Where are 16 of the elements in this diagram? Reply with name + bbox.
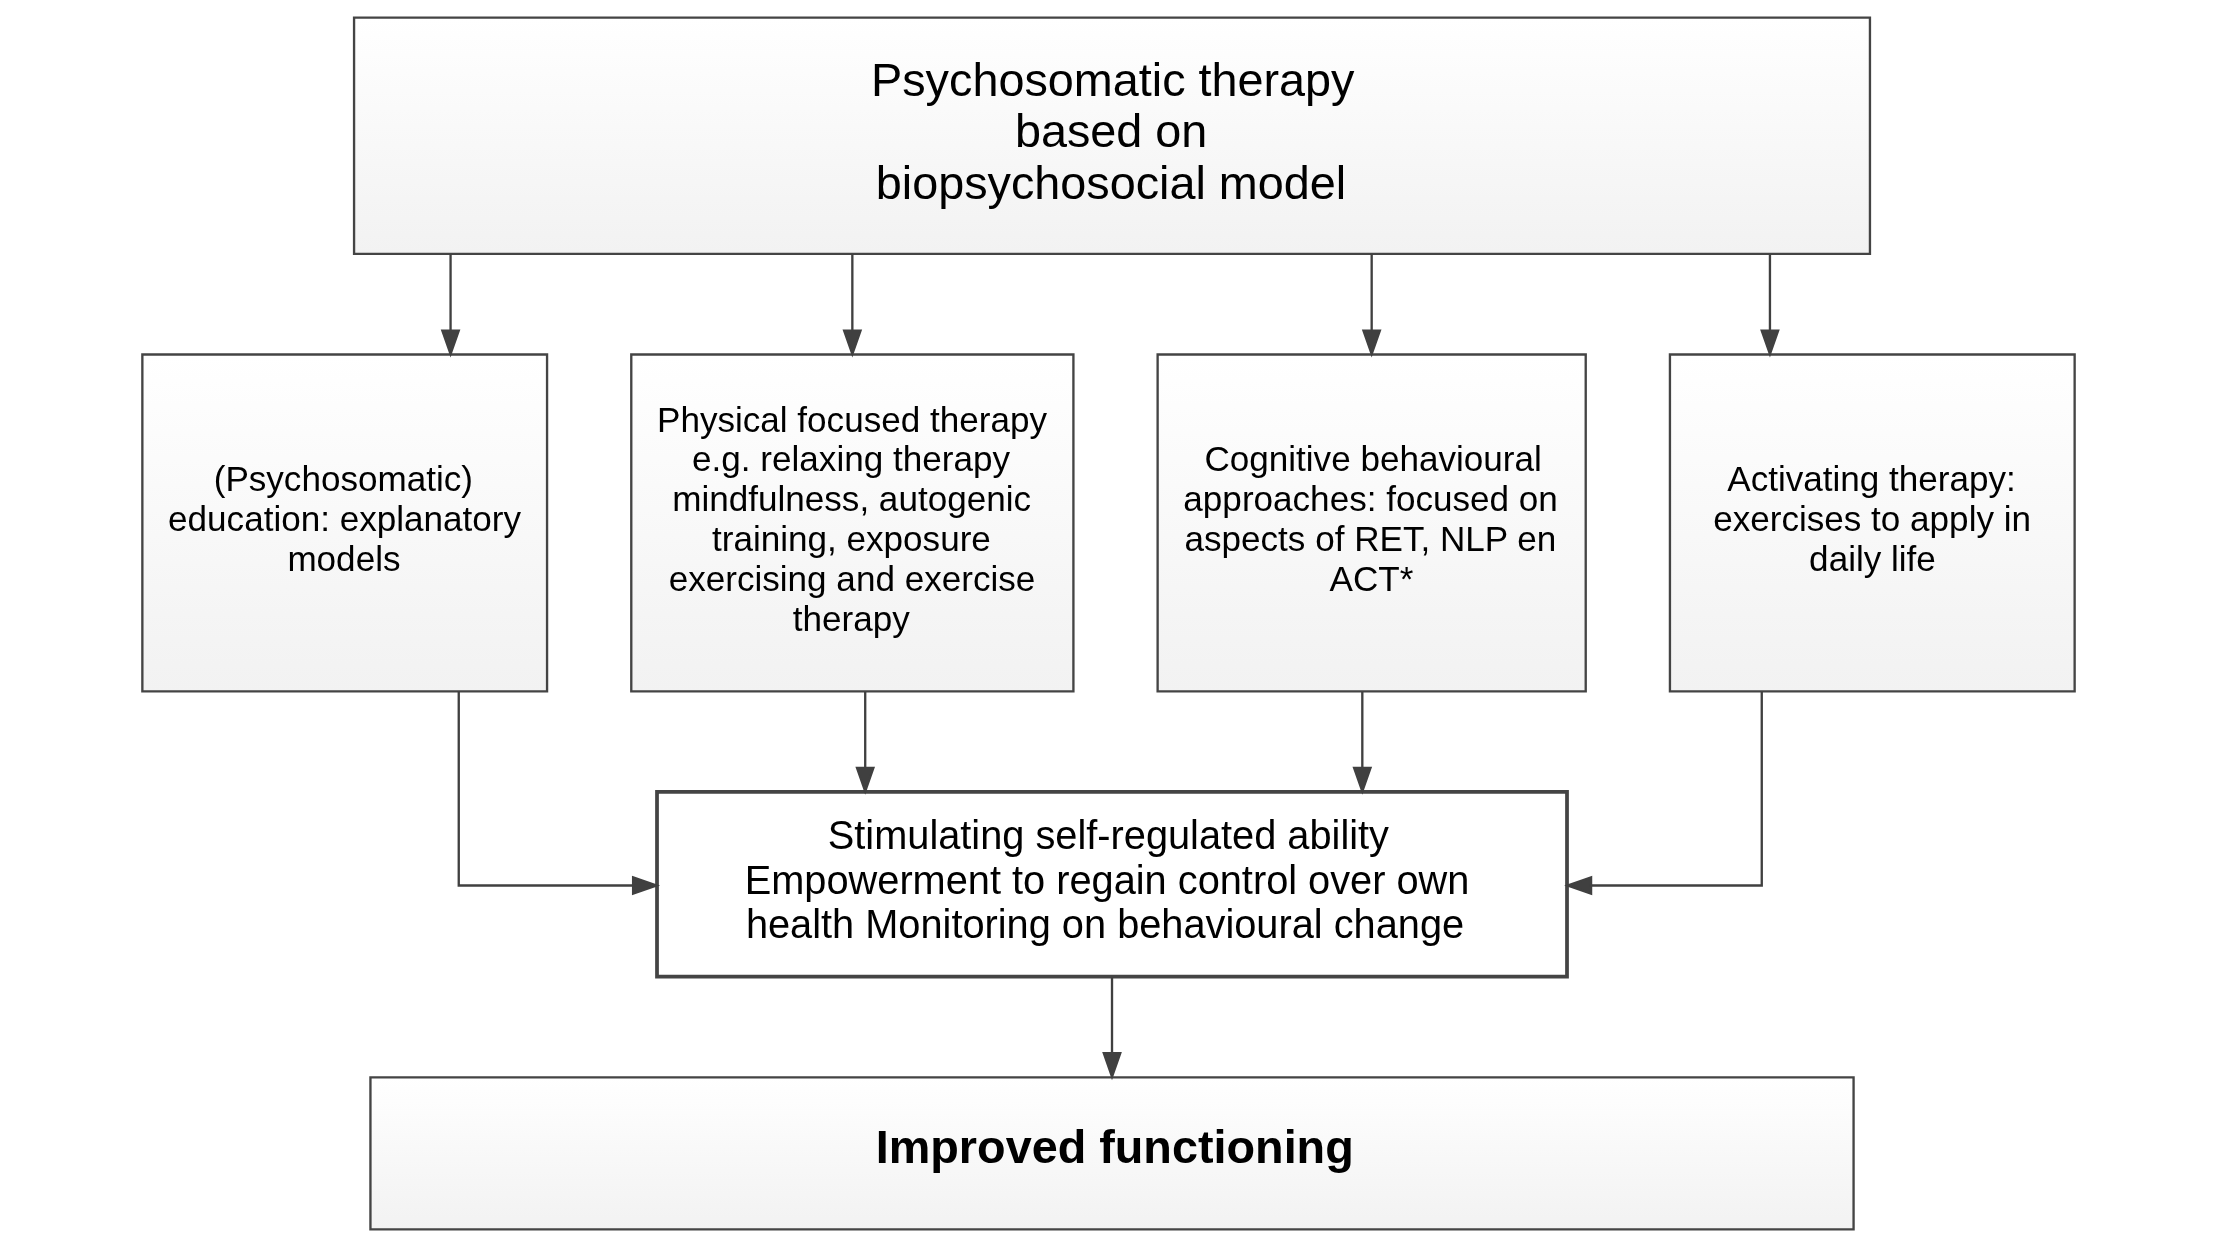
node-box: (Psychosomatic) education: explanatory models — [140, 353, 548, 693]
node-box: Psychosomatic therapy based on biopsychosocial model — [352, 16, 1871, 256]
node-box: Physical focused therapy e.g. relaxing therapy mindfulness, autogenic training, exposure exercising and exercise therapy — [629, 353, 1075, 693]
arrow — [1361, 254, 1381, 358]
arrow — [440, 254, 460, 358]
node-box: Stimulating self-regulated ability Empowerment to regain control over own health Monitoring on behavioural change — [654, 790, 1569, 979]
arrow — [1101, 976, 1122, 1081]
arrow — [457, 691, 660, 896]
arrow — [1563, 691, 1763, 896]
node-box: Improved functioning — [368, 1076, 1855, 1231]
node-box: Activating therapy: exercises to apply in daily life — [1668, 353, 2076, 693]
arrow — [842, 254, 862, 358]
node-box: Cognitive behavioural approaches: focused on aspects of RET, NLP en ACT* — [1155, 353, 1587, 693]
arrow — [1352, 691, 1372, 795]
arrow — [1759, 254, 1780, 358]
arrow — [854, 691, 875, 795]
